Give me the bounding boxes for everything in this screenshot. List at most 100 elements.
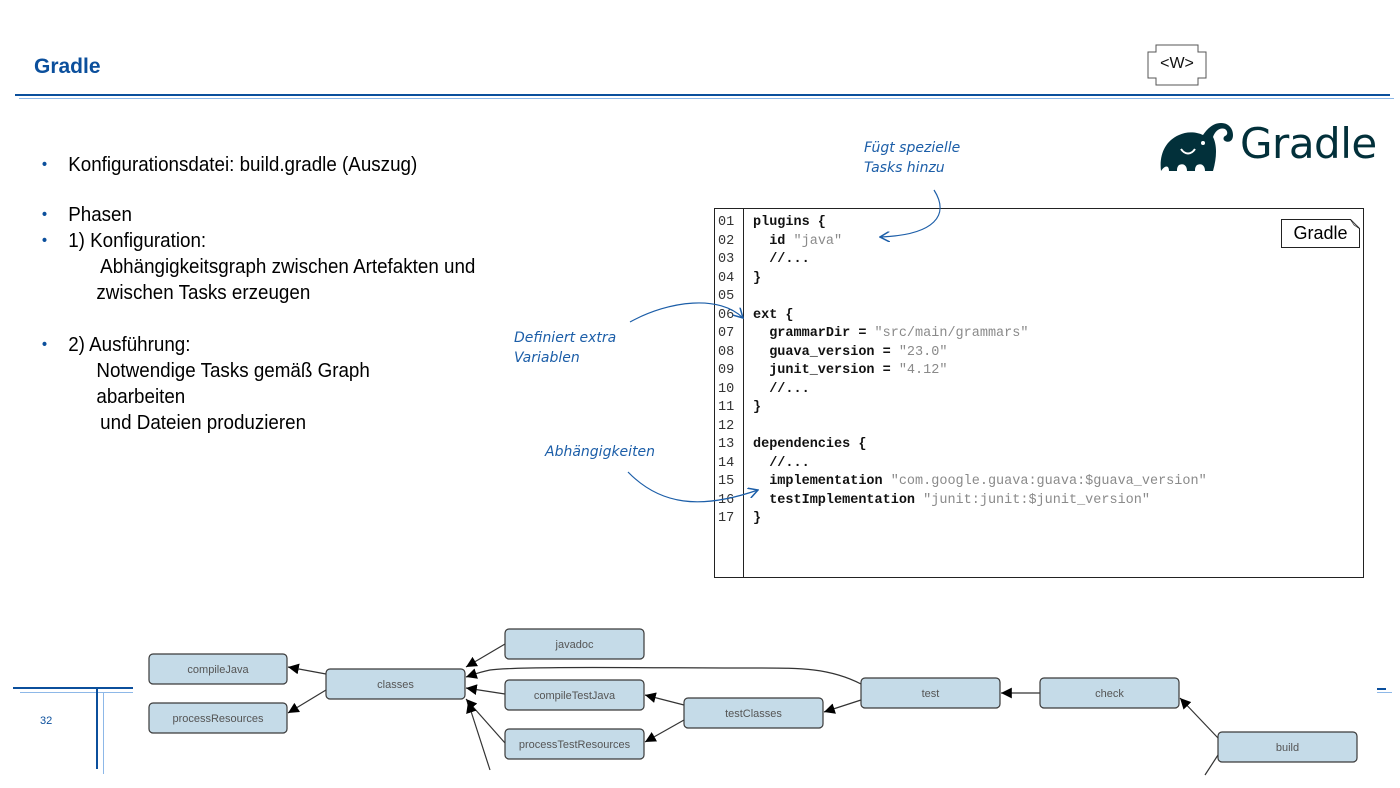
code-line: //... (753, 381, 810, 397)
edge-classes-to-processResources (287, 689, 327, 714)
task-node-box (683, 697, 824, 729)
task-node-check: check (1039, 677, 1180, 709)
edge-offscreen-to-classes (466, 701, 491, 771)
line-number: 09 (718, 363, 735, 378)
task-node-build: build (1217, 731, 1358, 763)
task-node-label: classes (377, 679, 414, 691)
edge-testClasses-to-processTestResources (644, 719, 685, 743)
task-node-compileJava: compileJava (148, 653, 288, 685)
task-node-test: test (860, 677, 1001, 709)
task-node-label: compileTestJava (534, 690, 616, 702)
gradle-wordmark: Gradle (1240, 119, 1377, 168)
task-node-testClasses: testClasses (683, 697, 824, 729)
header-divider-secondary (19, 98, 1394, 99)
bullet-list: Konfigurationsdatei: build.gradle (Auszu… (40, 152, 475, 436)
task-node-box (1039, 677, 1180, 709)
bullet-phase-2-desc-2: abarbeiten (96, 386, 186, 408)
edge-test-to-classes (465, 666, 862, 685)
line-number: 16 (718, 492, 735, 508)
task-node-classes: classes (325, 668, 466, 700)
w-badge-text: <W> (1160, 55, 1194, 72)
edge-offscreen-from-build (1204, 754, 1219, 776)
code-line (753, 418, 1359, 437)
footer-divider (13, 687, 133, 689)
header-divider (15, 94, 1390, 96)
annotation-dependencies: Abhängigkeiten (545, 444, 656, 460)
slide-title: Gradle (34, 55, 101, 78)
edge-javadoc-to-classes (465, 643, 506, 668)
code-line: //... (753, 252, 810, 267)
code-line: grammarDir = "src/main/grammars" (753, 326, 1029, 341)
line-number: 14 (718, 455, 735, 471)
task-node-box (504, 728, 645, 760)
line-number: 02 (718, 233, 735, 249)
bullet-phase-2-desc-1: Notwendige Tasks gemäß Graph (96, 360, 370, 382)
bullet-config-file: Konfigurationsdatei: build.gradle (Auszu… (40, 152, 475, 178)
line-number: 13 (718, 437, 735, 452)
page-corner-icon (1350, 219, 1360, 229)
task-node-compileTestJava: compileTestJava (504, 679, 645, 711)
annotation-ext: Definiert extra Variablen (514, 330, 617, 366)
task-node-box (148, 702, 288, 734)
bullet-phase-1: 1) Konfiguration: (40, 228, 475, 254)
code-line (753, 288, 1359, 307)
code-line: junit_version = "4.12" (753, 363, 948, 378)
task-node-label: build (1276, 742, 1299, 754)
gradle-logo: Gradle (1157, 115, 1377, 175)
bullet-phase-1-desc-2: zwischen Tasks erzeugen (96, 282, 311, 304)
line-number: 15 (718, 474, 735, 489)
code-lines: plugins { id "java" //...} ext { grammar… (753, 214, 1359, 529)
line-number: 17 (718, 511, 735, 526)
task-node-box (504, 628, 645, 660)
line-number: 07 (718, 326, 735, 341)
footer-vertical-divider (96, 687, 98, 769)
edge-testClasses-to-compileTestJava (644, 692, 685, 706)
footer-divider-secondary (20, 692, 133, 693)
edge-build-to-check (1179, 697, 1219, 739)
elephant-icon (1160, 123, 1233, 171)
line-number: 08 (718, 344, 735, 360)
line-number: 11 (718, 400, 735, 415)
code-line: guava_version = "23.0" (753, 344, 948, 360)
line-number: 10 (718, 381, 735, 397)
edge-compileTestJava-to-classes (465, 684, 506, 695)
task-node-javadoc: javadoc (504, 628, 645, 660)
page-number: 32 (40, 715, 53, 727)
footer-right-mark (1377, 688, 1386, 690)
bullet-phase-1-desc-1: Abhängigkeitsgraph zwischen Artefakten u… (100, 256, 476, 278)
task-dependency-graph: compileJava processResources classes javado… (148, 628, 1358, 776)
w-badge-icon: <W> (1146, 44, 1208, 86)
task-node-label: check (1095, 688, 1124, 700)
code-line: implementation "com.google.guava:guava:$… (753, 474, 1207, 489)
task-node-label: compileJava (187, 664, 249, 676)
task-node-box (325, 668, 466, 700)
task-node-box (504, 679, 645, 711)
task-node-label: testClasses (725, 708, 782, 720)
line-number: 06 (718, 307, 735, 323)
edge-processTestResources-to-classes (465, 698, 506, 744)
code-line: plugins { (753, 215, 826, 230)
line-number: 12 (718, 418, 735, 434)
code-line: id "java" (753, 233, 843, 249)
bullet-phase-2-desc-3: und Dateien produzieren (100, 412, 307, 434)
task-node-processTestResources: processTestResources (504, 728, 645, 760)
footer-right-mark-secondary (1377, 692, 1392, 693)
task-node-processResources: processResources (148, 702, 288, 734)
code-line: dependencies { (753, 437, 867, 452)
bullet-phases: Phasen (40, 202, 475, 228)
edge-classes-to-compileJava (287, 663, 327, 675)
task-node-box (1217, 731, 1358, 763)
code-line: } (753, 511, 762, 526)
language-tag: Gradle (1281, 219, 1360, 248)
code-line: } (753, 400, 762, 415)
task-node-label: test (922, 688, 940, 700)
line-number: 04 (718, 270, 735, 286)
code-line: ext { (753, 307, 794, 323)
task-node-label: processResources (172, 713, 264, 725)
task-node-box (148, 653, 288, 685)
annotation-plugins: Fügt spezielle Tasks hinzu (864, 140, 961, 176)
code-line: } (753, 270, 762, 286)
line-number: 01 (718, 215, 735, 230)
